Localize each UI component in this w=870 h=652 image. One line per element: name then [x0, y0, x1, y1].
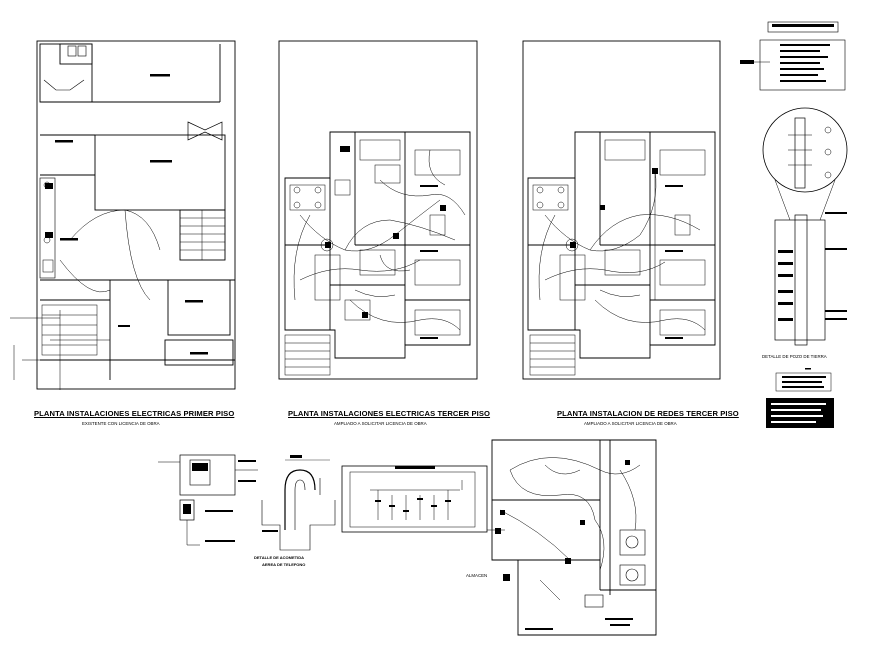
label-almacen: ALMACEN — [466, 573, 488, 578]
title-plan-primer-piso: PLANTA INSTALACIONES ELECTRICAS PRIMER P… — [34, 409, 235, 418]
label-pozo-tierra: DETALLE DE POZO DE TIERRA — [762, 354, 827, 359]
subtitle-plan-tercer-piso-electricas: AMPLIADO A SOLICITAR LICENCIA DE OBRA — [334, 421, 427, 426]
diagrama-unifilar — [341, 465, 505, 533]
plan-tercer-piso-electricas — [278, 40, 478, 380]
plan-almacen — [491, 439, 657, 636]
title-plan-redes: PLANTA INSTALACION DE REDES TERCER PISO — [557, 409, 739, 418]
title-plan-tercer-piso-electricas: PLANTA INSTALACIONES ELECTRICAS TERCER P… — [288, 409, 491, 418]
detalle-medidor — [158, 454, 258, 546]
plan-redes-tercer-piso — [522, 40, 721, 380]
plan-primer-piso — [10, 40, 236, 390]
detalle-acometida — [261, 455, 336, 551]
legend-table — [740, 21, 846, 91]
subtitle-plan-primer-piso: EXISTENTE CON LICENCIA DE OBRA — [82, 421, 160, 426]
detalle-pozo-tierra — [762, 107, 848, 428]
subtitle-plan-redes: AMPLIADO A SOLICITAR LICENCIA DE OBRA — [584, 421, 677, 426]
label-acometida-1: DETALLE DE ACOMETIDA — [254, 555, 304, 560]
label-acometida-2: AEREA DE TELEFONO — [262, 562, 306, 567]
